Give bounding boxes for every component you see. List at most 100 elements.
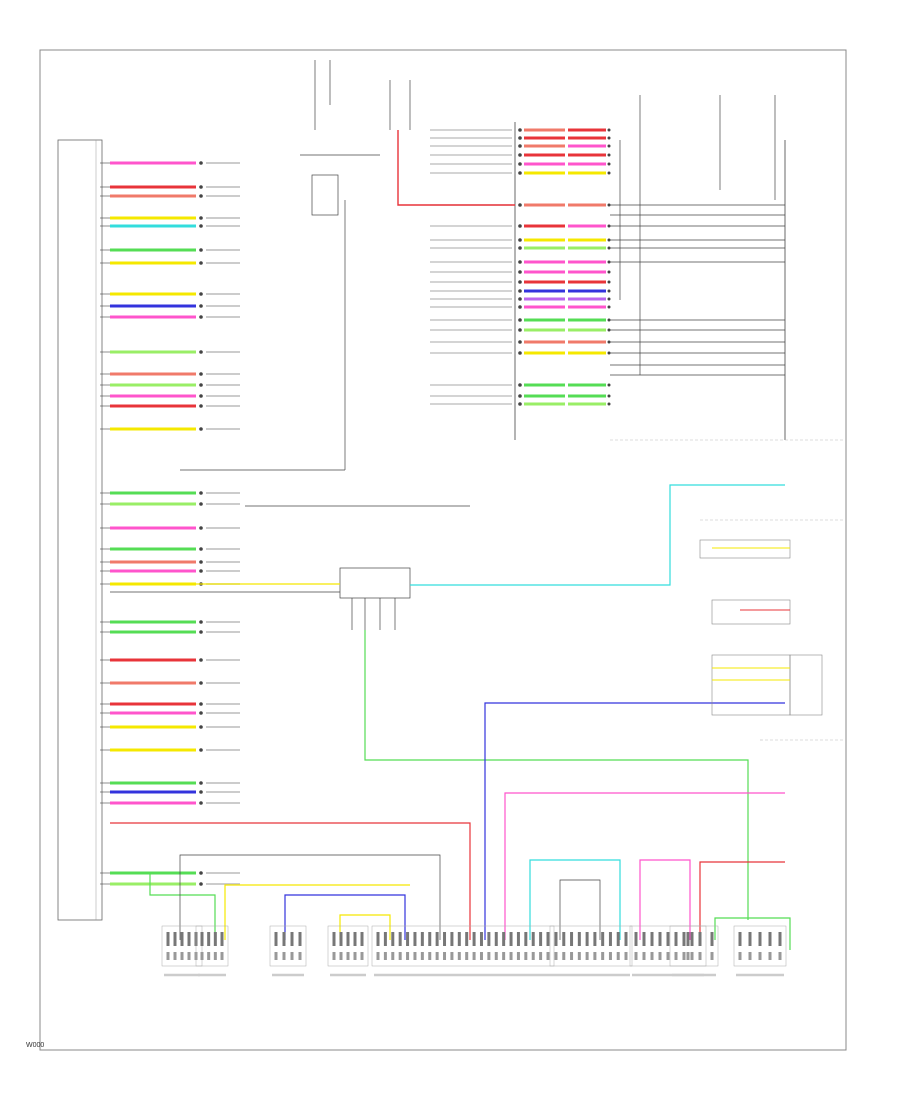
- right-end-dot-0: [607, 128, 611, 132]
- bottom-pin-lower-4-6: [420, 952, 424, 960]
- bottom-pin-lower-4-9: [443, 952, 447, 960]
- bottom-pin-lower-4-23: [546, 952, 550, 960]
- right-connector-dot-2: [518, 144, 522, 148]
- bottom-pin-7-2: [698, 932, 702, 946]
- bottom-pin-lower-4-17: [502, 952, 506, 960]
- bottom-pin-5-8: [616, 932, 620, 946]
- bottom-pin-5-0: [554, 932, 558, 946]
- bottom-pin-lower-0-2: [180, 952, 184, 960]
- bottom-pin-lower-4-20: [524, 952, 528, 960]
- bottom-pin-lower-6-2: [650, 952, 654, 960]
- bottom-pin-3-4: [360, 932, 364, 946]
- bottom-pin-lower-0-1: [173, 952, 177, 960]
- right-end-dot-21: [607, 394, 611, 398]
- right-connector-dot-21: [518, 394, 522, 398]
- bottom-pin-4-19: [516, 932, 520, 946]
- left-connector-dot-11: [199, 372, 203, 376]
- bottom-pin-lower-4-16: [494, 952, 498, 960]
- bottom-pin-lower-2-0: [274, 952, 278, 960]
- right-connector-dot-16: [518, 318, 522, 322]
- bottom-pin-lower-6-3: [658, 952, 662, 960]
- bottom-pin-lower-4-7: [428, 952, 432, 960]
- bottom-pin-lower-0-0: [166, 952, 170, 960]
- bottom-pin-4-4: [406, 932, 410, 946]
- bottom-pin-1-0: [200, 932, 204, 946]
- left-connector-dot-18: [199, 526, 203, 530]
- right-connector-dot-20: [518, 383, 522, 387]
- left-connector-dot-27: [199, 702, 203, 706]
- bottom-pin-4-8: [435, 932, 439, 946]
- left-connector-dot-28: [199, 711, 203, 715]
- bottom-pin-3-0: [332, 932, 336, 946]
- bottom-pin-lower-8-4: [778, 952, 782, 960]
- right-connector-dot-11: [518, 270, 522, 274]
- bottom-pin-5-1: [562, 932, 566, 946]
- bottom-pin-4-15: [487, 932, 491, 946]
- right-end-dot-11: [607, 270, 611, 274]
- bottom-pin-4-14: [479, 932, 483, 946]
- right-upper-connector: [514, 122, 786, 440]
- bus-lines: [610, 95, 785, 376]
- right-end-dot-17: [607, 328, 611, 332]
- right-connector-dot-12: [518, 280, 522, 284]
- right-end-dot-10: [607, 260, 611, 264]
- right-end-dot-13: [607, 289, 611, 293]
- left-connector-dot-24: [199, 630, 203, 634]
- bottom-pin-lower-1-1: [207, 952, 211, 960]
- right-end-dot-4: [607, 162, 611, 166]
- bottom-pin-lower-1-3: [220, 952, 224, 960]
- bottom-pin-lower-6-7: [690, 952, 694, 960]
- bottom-pin-lower-5-4: [585, 952, 589, 960]
- bottom-pin-lower-7-0: [674, 952, 678, 960]
- bottom-pin-lower-4-5: [413, 952, 417, 960]
- bottom-pin-7-0: [674, 932, 678, 946]
- right-connector-dot-3: [518, 153, 522, 157]
- right-connector-dot-13: [518, 289, 522, 293]
- bottom-pin-lower-8-3: [768, 952, 772, 960]
- bottom-pin-7-3: [710, 932, 714, 946]
- bottom-connector-box-1: [195, 925, 229, 967]
- bottom-pin-lower-3-0: [332, 952, 336, 960]
- right-end-dot-22: [607, 402, 611, 406]
- bottom-pin-4-7: [428, 932, 432, 946]
- left-connector-dot-10: [199, 350, 203, 354]
- left-connector-dot-30: [199, 748, 203, 752]
- right-connector-dot-6: [518, 203, 522, 207]
- red-feed-wire: [397, 130, 515, 206]
- left-connector-dot-9: [199, 315, 203, 319]
- bottom-pin-4-16: [494, 932, 498, 946]
- bottom-pin-5-4: [585, 932, 589, 946]
- bottom-pin-2-3: [298, 932, 302, 946]
- bottom-pin-lower-5-8: [616, 952, 620, 960]
- bottom-connector-box-4: [371, 925, 555, 967]
- left-connector-dot-29: [199, 725, 203, 729]
- left-connector-dot-5: [199, 248, 203, 252]
- bottom-pin-lower-4-12: [465, 952, 469, 960]
- bottom-pin-4-10: [450, 932, 454, 946]
- bottom-pin-lower-2-3: [298, 952, 302, 960]
- bottom-pin-lower-4-11: [457, 952, 461, 960]
- bottom-pin-lower-7-1: [686, 952, 690, 960]
- bottom-pin-3-3: [353, 932, 357, 946]
- bottom-pin-lower-4-1: [383, 952, 387, 960]
- left-connector-dot-14: [199, 404, 203, 408]
- bottom-pin-lower-5-6: [601, 952, 605, 960]
- left-connector-dot-8: [199, 304, 203, 308]
- dashed-separators: [610, 439, 845, 741]
- bottom-pin-lower-3-2: [346, 952, 350, 960]
- bottom-pin-lower-8-2: [758, 952, 762, 960]
- right-connector-dot-4: [518, 162, 522, 166]
- bottom-pin-8-4: [778, 932, 782, 946]
- bottom-pin-lower-5-5: [593, 952, 597, 960]
- bottom-connector-box-7: [669, 925, 719, 967]
- bottom-pin-1-3: [220, 932, 224, 946]
- bottom-pin-lower-0-3: [187, 952, 191, 960]
- diagram-footer-code: W000: [26, 1042, 45, 1049]
- right-end-dot-18: [607, 340, 611, 344]
- bottom-pin-lower-3-4: [360, 952, 364, 960]
- left-connector-dot-19: [199, 547, 203, 551]
- bottom-pin-5-3: [577, 932, 581, 946]
- bottom-pin-5-7: [608, 932, 612, 946]
- bottom-pin-6-7: [690, 932, 694, 946]
- left-connector-dot-26: [199, 681, 203, 685]
